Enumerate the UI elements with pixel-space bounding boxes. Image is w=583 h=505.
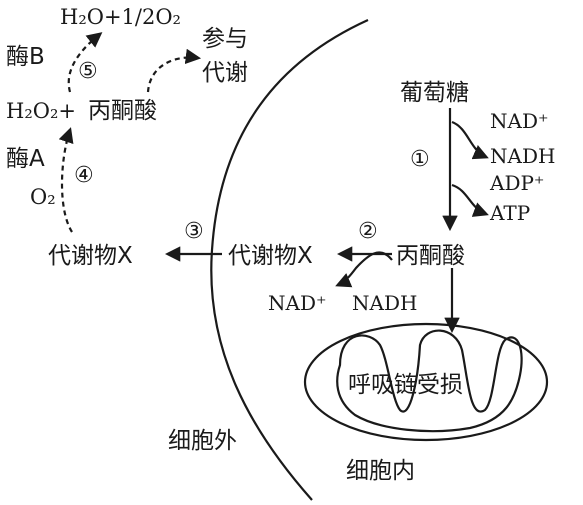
respiratory-chain-label: 呼吸链受损: [348, 372, 463, 398]
nadh-bottom-label: NADH: [352, 291, 417, 315]
adp-plus-label: ADP⁺: [489, 171, 545, 195]
glucose-label: 葡萄糖: [400, 80, 469, 106]
h2o2-label: H₂O₂+: [6, 99, 76, 123]
nad-oxidation-arrow: [335, 251, 393, 288]
h2o-o2-label: H₂O+1/2O₂: [60, 5, 181, 29]
participate-metabolism-label-1: 参与: [202, 26, 248, 52]
metabolite-x-inside: 代谢物X: [228, 243, 313, 269]
inside-cell-label: 细胞内: [346, 458, 415, 484]
participate-metabolism-arrow: [146, 48, 202, 93]
nad-plus-bottom-label: NAD⁺: [268, 291, 327, 315]
mitochondrion: [303, 322, 549, 442]
nad-plus-top-label: NAD⁺: [490, 109, 549, 133]
atp-label: ATP: [489, 201, 530, 225]
metabolite-x-outside: 代谢物X: [48, 243, 133, 269]
step4-label: ④: [74, 163, 94, 188]
participate-metabolism-label-2: 代谢: [202, 60, 248, 86]
atp-synthesis-arrow: [451, 183, 489, 217]
nadh-top-label: NADH: [490, 144, 555, 168]
nad-reduction-arrow: [451, 120, 489, 160]
o2-label: O₂: [30, 185, 56, 209]
pyruvate-left-label: 丙酮酸: [88, 98, 157, 124]
pyruvate-right-label: 丙酮酸: [396, 243, 465, 269]
step5-label: ⑤: [78, 59, 98, 84]
outside-cell-label: 细胞外: [168, 428, 237, 454]
step1-label: ①: [410, 147, 430, 172]
enzyme-b-label: 酶B: [6, 44, 45, 70]
step2-label: ②: [358, 219, 378, 244]
step3-label: ③: [184, 219, 204, 244]
cell-membrane: [210, 18, 369, 501]
enzyme-a-label: 酶A: [6, 146, 45, 172]
step4-arrow: [58, 127, 74, 233]
